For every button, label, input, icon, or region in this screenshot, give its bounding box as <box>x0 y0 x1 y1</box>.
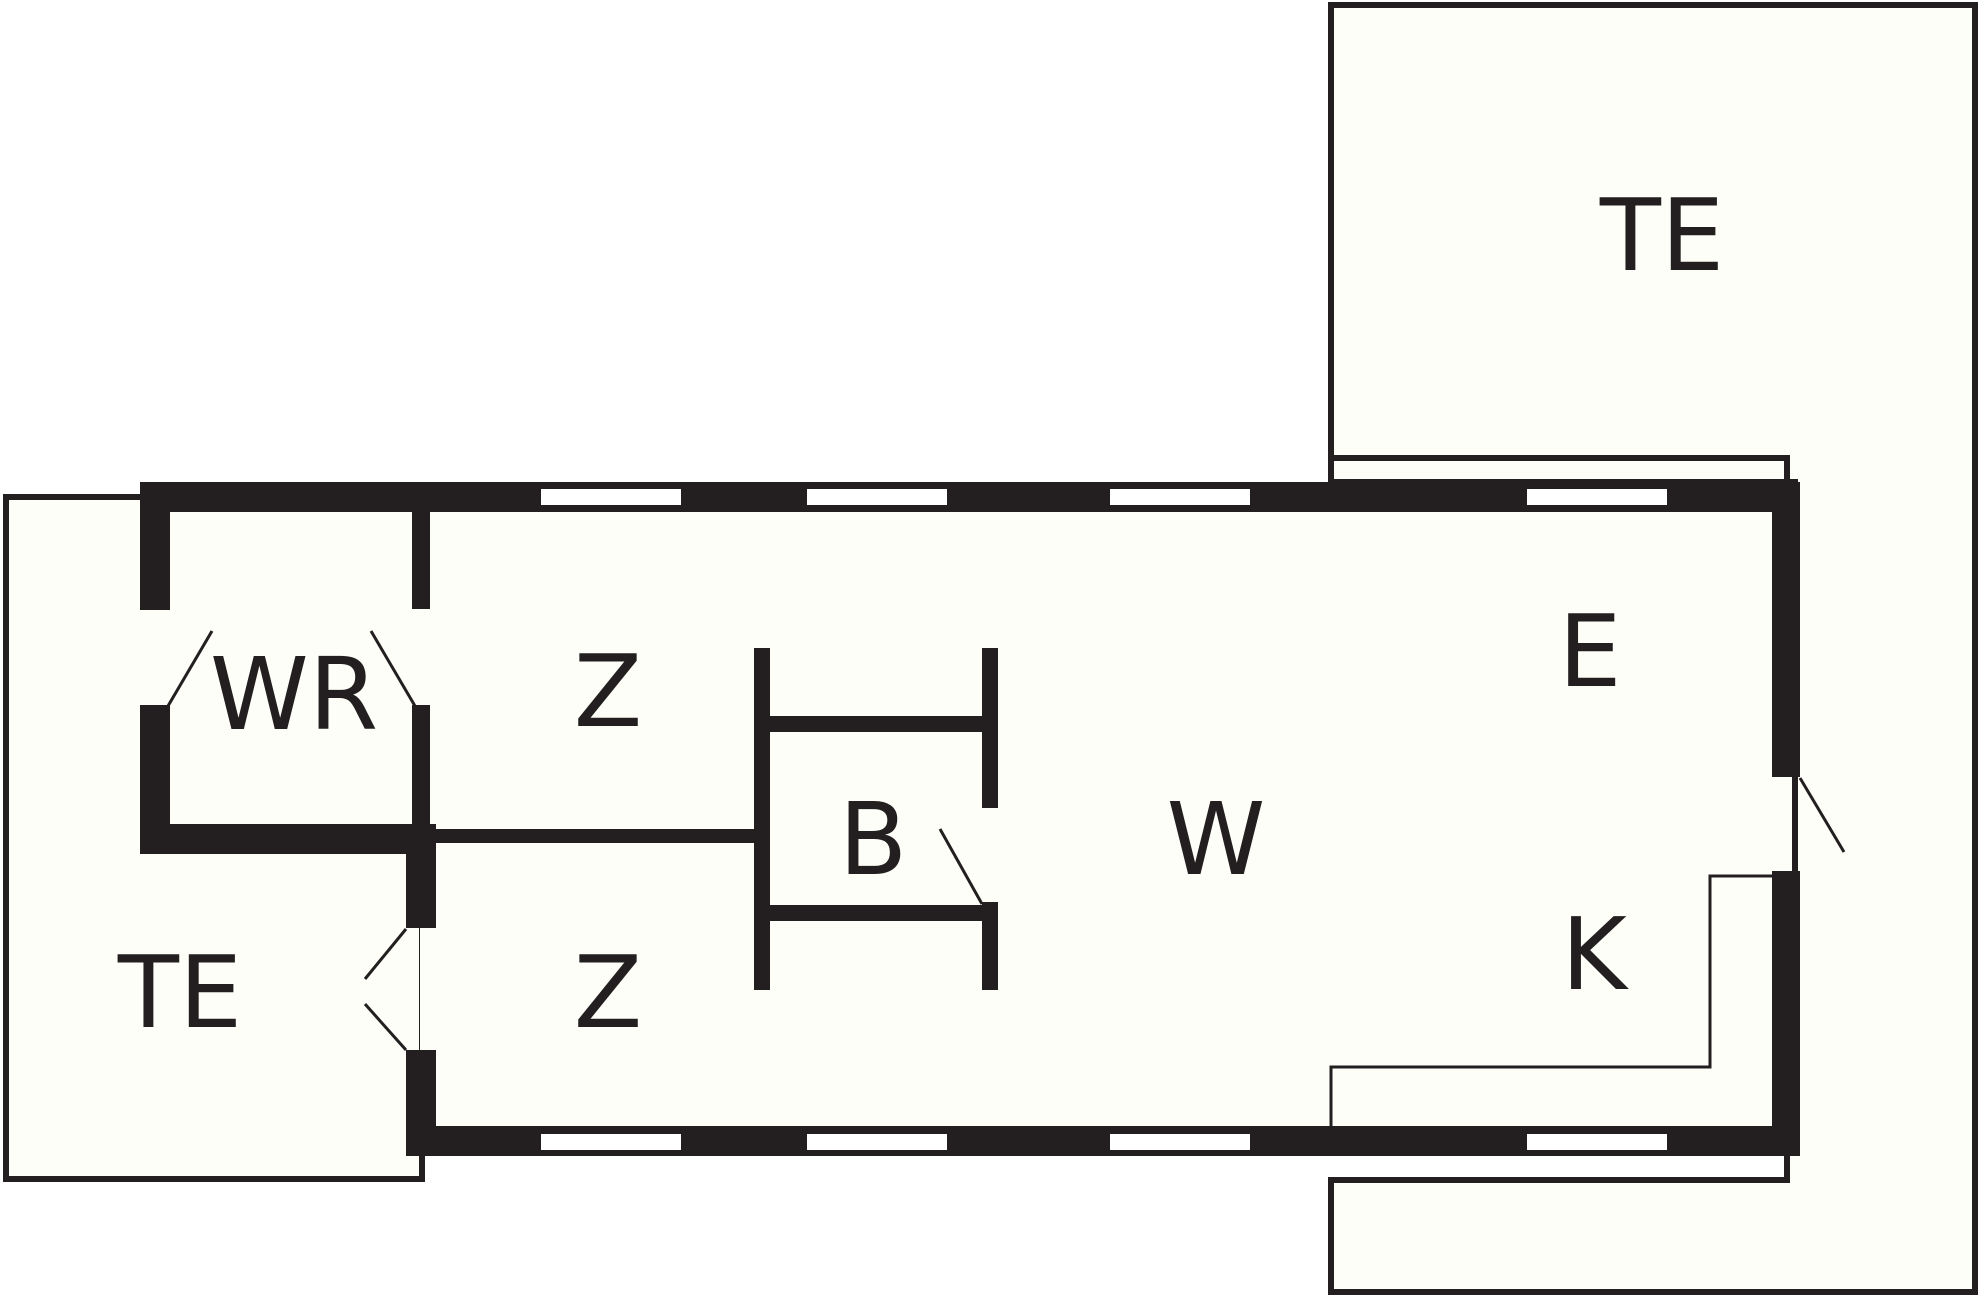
label-terrace-left: TE <box>117 934 242 1051</box>
wall-bathroom-top <box>770 716 982 732</box>
wall-toilet-bottom <box>140 824 436 854</box>
wall-bathroom-right-lower <box>982 902 998 990</box>
label-entrance: E <box>1558 593 1621 710</box>
label-toilet: WR <box>210 636 378 753</box>
interior-walls <box>412 497 998 990</box>
wall-right-lower <box>1772 871 1800 1156</box>
room-labels: TE TE WR Z Z B W E K <box>117 177 1724 1051</box>
main-floor <box>420 497 1788 1149</box>
window-top-4 <box>1527 489 1667 505</box>
window-bottom-2 <box>807 1134 947 1150</box>
doors <box>166 630 1846 1051</box>
label-kitchen: K <box>1561 896 1629 1013</box>
door-terrace-b <box>363 1003 408 1051</box>
door-toilet-inner <box>369 630 417 707</box>
label-living-room: W <box>1167 781 1266 898</box>
wall-left-lower <box>406 1050 436 1156</box>
wall-toilet-right-lower <box>412 705 430 835</box>
wall-toilet-left-upper <box>140 482 170 610</box>
window-bottom-3 <box>1110 1134 1250 1150</box>
wall-bathroom-bottom <box>770 905 982 921</box>
interior-floor <box>150 497 1788 1149</box>
toilet-floor <box>150 497 420 833</box>
label-bathroom: B <box>839 781 908 898</box>
window-top-2 <box>807 489 947 505</box>
wall-toilet-right-upper <box>412 497 430 609</box>
window-bottom-1 <box>541 1134 681 1150</box>
door-terrace-a <box>363 928 408 980</box>
wall-right-upper <box>1772 482 1800 777</box>
window-top-3 <box>1110 489 1250 505</box>
door-bathroom <box>938 828 984 905</box>
label-terrace-top-right: TE <box>1599 177 1724 294</box>
wall-bedrooms <box>430 829 760 843</box>
label-bedroom-bottom: Z <box>574 934 643 1051</box>
window-bottom-4 <box>1527 1134 1667 1150</box>
windows <box>541 489 1667 1150</box>
door-toilet-outer <box>166 630 214 707</box>
kitchen-counter <box>1329 874 1772 1126</box>
door-entrance <box>1798 777 1846 853</box>
wall-bathroom-right-upper <box>982 648 998 808</box>
label-bedroom-top: Z <box>574 633 643 750</box>
window-top-1 <box>541 489 681 505</box>
wall-bathroom-left <box>754 648 770 990</box>
